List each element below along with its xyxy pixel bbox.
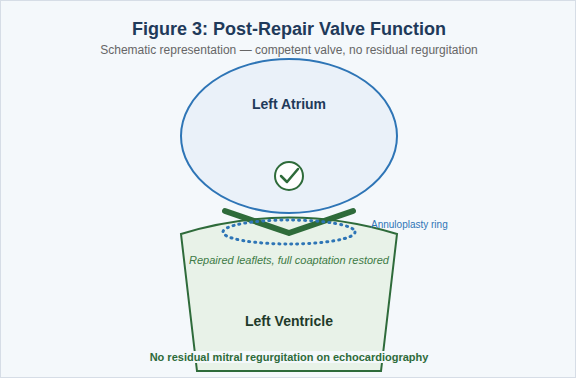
ring-callout: Annuloplasty ring: [371, 219, 448, 231]
chamber-label: Left Ventricle: [245, 313, 333, 329]
atrium-chamber-path: [181, 59, 397, 213]
check-mark: [281, 169, 298, 182]
chamber-label: Left Atrium: [252, 96, 326, 112]
ventricle-chamber-outline: [177, 197, 401, 375]
check-icon: [275, 162, 303, 190]
atrium-chamber: Left Atrium: [179, 57, 399, 215]
repair-note: Repaired leaflets, full coaptation resto…: [189, 254, 389, 267]
ventricle-chamber: Repaired leaflets, full coaptation resto…: [177, 197, 401, 375]
figure-title: Figure 3: Post-Repair Valve Function: [132, 19, 446, 40]
atrium-chamber-outline: [179, 57, 399, 215]
subtitle: Schematic representation — competent val…: [100, 44, 478, 58]
outcome-note: No residual mitral regurgitation on echo…: [147, 351, 432, 364]
ventricle-chamber-path: [181, 218, 397, 372]
